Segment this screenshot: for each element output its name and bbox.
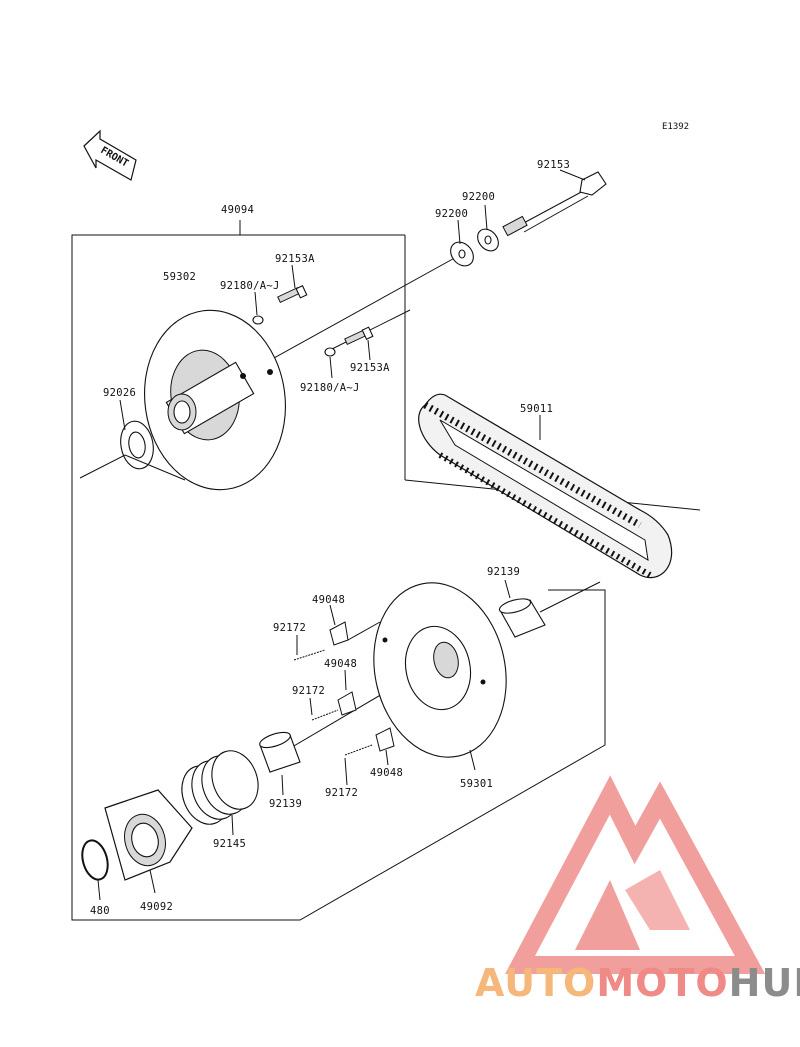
label-49094: 49094 <box>221 204 254 216</box>
sheave-59301 <box>373 582 507 771</box>
label-92145: 92145 <box>213 838 246 850</box>
circlip-480 <box>81 839 109 901</box>
label-49092: 49092 <box>140 901 173 913</box>
watermark-text-part2: MOTO <box>596 961 728 1005</box>
washer-92200-a <box>450 219 474 267</box>
label-92026: 92026 <box>103 387 136 399</box>
label-92200-a: 92200 <box>435 208 468 220</box>
label-480: 480 <box>90 905 110 917</box>
label-49048-b: 49048 <box>324 658 357 670</box>
bolt-92153 <box>502 169 607 237</box>
label-92153a-mid: 92153A <box>350 362 390 374</box>
drive-belt-59011 <box>418 393 673 579</box>
diagram-code: E1392 <box>662 122 689 132</box>
label-92180-top: 92180/A~J <box>220 280 280 292</box>
sheave-59302 <box>144 309 286 491</box>
label-49048-a: 49048 <box>312 594 345 606</box>
label-59011: 59011 <box>520 403 553 415</box>
spring-92145 <box>181 750 259 836</box>
screw-92172-a <box>293 635 326 661</box>
watermark-text-part3: HUB <box>729 961 800 1005</box>
watermark-text-part1: AUTO <box>475 961 596 1005</box>
watermark-text: AUTOMOTOHUB <box>475 961 800 1005</box>
label-92139-bottom: 92139 <box>269 798 302 810</box>
screw-92172-b <box>309 697 339 721</box>
screw-92172-c <box>344 744 373 786</box>
bushing-92139-top <box>498 579 601 638</box>
label-59301: 59301 <box>460 778 493 790</box>
weight-49048-b <box>337 669 357 716</box>
label-92139-top: 92139 <box>487 566 520 578</box>
cam-49092 <box>104 789 193 894</box>
watermark-logo <box>505 775 766 974</box>
washer-92180-top <box>252 291 264 325</box>
weight-49048-a <box>329 604 381 646</box>
label-92172-c: 92172 <box>325 787 358 799</box>
washer-92026 <box>79 399 186 481</box>
label-92172-a: 92172 <box>273 622 306 634</box>
label-92172-b: 92172 <box>292 685 325 697</box>
bolt-92153a-mid <box>344 326 374 361</box>
front-arrow-icon: FRONT <box>83 129 137 181</box>
label-92180-mid: 92180/A~J <box>300 382 360 394</box>
washer-92180-mid <box>324 347 336 379</box>
label-59302: 59302 <box>163 271 196 283</box>
label-92153a-top: 92153A <box>275 253 315 265</box>
washer-92200-b <box>477 204 499 252</box>
bushing-92139-bottom <box>259 731 301 796</box>
bolt-92153a-top <box>277 264 308 304</box>
label-92153: 92153 <box>537 159 570 171</box>
label-49048-c: 49048 <box>370 767 403 779</box>
weight-49048-c <box>375 727 395 766</box>
label-92200-b: 92200 <box>462 191 495 203</box>
